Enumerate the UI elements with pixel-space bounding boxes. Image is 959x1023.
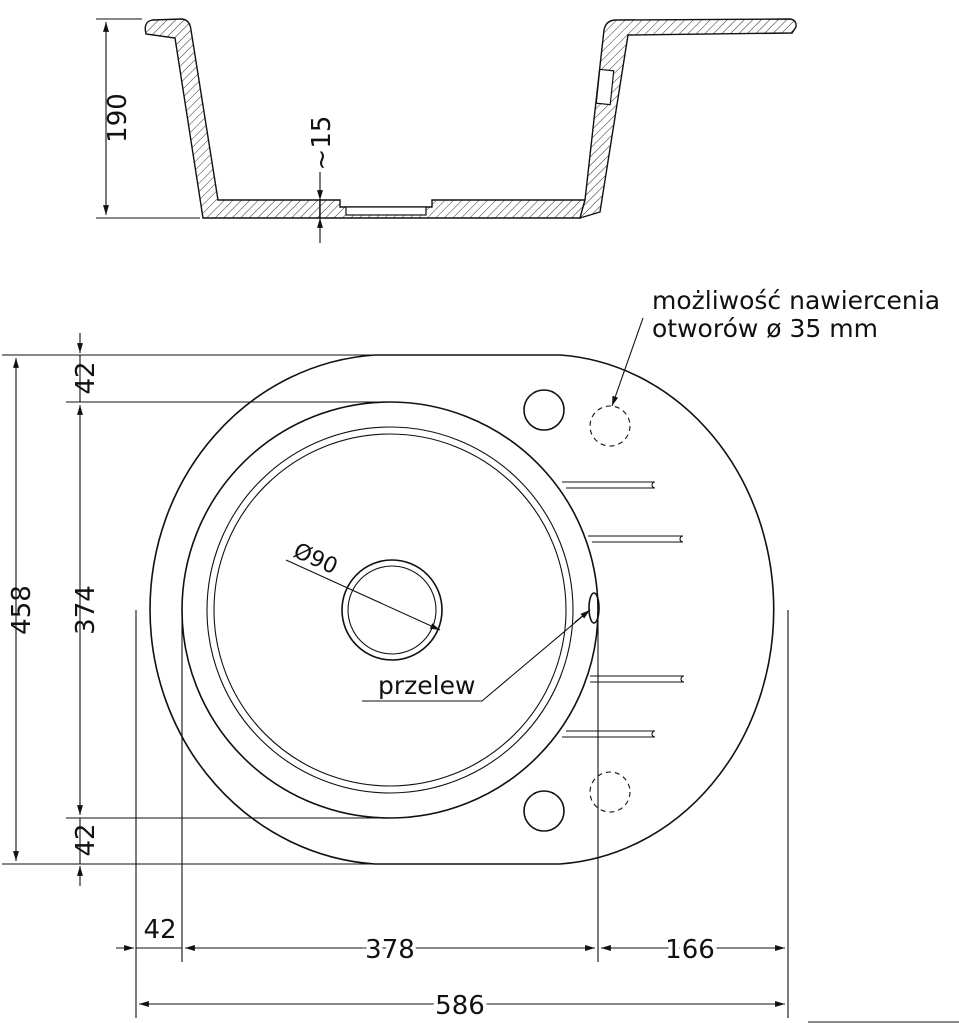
top-margin-label: 42 — [71, 361, 101, 394]
overflow-slot — [595, 68, 615, 106]
drainer-groove — [562, 481, 656, 489]
bowl-rim-mid — [206, 426, 574, 794]
drain-outer — [341, 559, 443, 661]
total-height-label: 458 — [7, 585, 37, 635]
bowl-rim-outer — [181, 401, 599, 819]
tap-hole-note-line1: możliwość nawiercenia — [652, 286, 940, 315]
drain-inner — [347, 565, 437, 655]
bottom-margin-label: 42 — [71, 823, 101, 856]
sink-section-right-wall — [578, 18, 797, 220]
drain-recess — [345, 206, 427, 216]
overflow-hole — [588, 592, 600, 624]
bowl-width-label: 378 — [365, 935, 415, 965]
drain-leader — [285, 559, 441, 631]
tap-hole-note-line2: otworów ø 35 mm — [652, 314, 878, 343]
drainer-groove — [590, 675, 685, 683]
section-view: 190 ~15 — [96, 18, 797, 243]
plan-view: możliwość nawiercenia otworów ø 35 mm Ø9… — [2, 286, 959, 1023]
bowl-height-label: 374 — [71, 585, 101, 635]
drainer-grooves — [562, 481, 685, 738]
overflow-leader — [362, 609, 591, 702]
drainer-groove — [588, 535, 684, 543]
optional-tap-hole — [589, 771, 631, 813]
drainer-groove — [562, 730, 656, 738]
section-height-label: 190 — [103, 93, 133, 143]
left-margin-label: 42 — [143, 915, 176, 945]
drainer-width-label: 166 — [665, 935, 715, 965]
sink-section-left-wall — [144, 18, 321, 219]
tap-hole — [523, 790, 565, 832]
bowl-rim-inner — [213, 433, 567, 787]
total-width-label: 586 — [435, 991, 485, 1021]
note-leader — [611, 317, 644, 407]
tap-hole — [523, 389, 565, 431]
optional-tap-hole — [589, 405, 631, 447]
section-wall-label: ~15 — [307, 116, 337, 171]
overflow-label: przelew — [378, 671, 475, 700]
sink-outline — [149, 354, 775, 865]
